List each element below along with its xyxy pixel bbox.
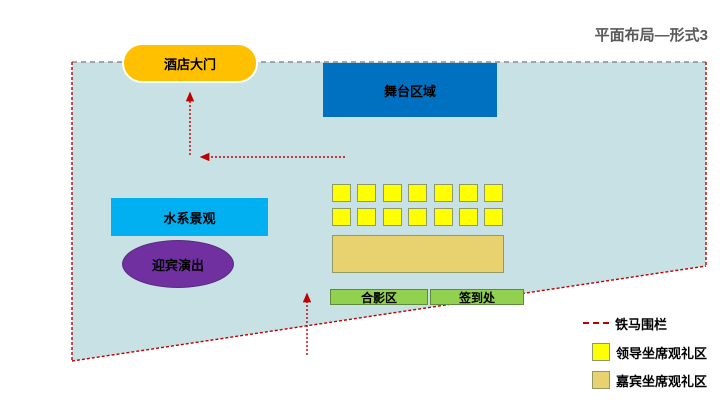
legend-guest-label: 嘉宾坐席观礼区 xyxy=(616,373,708,389)
leader-seat-block xyxy=(332,208,351,226)
hotel-gate-label: 酒店大门 xyxy=(163,56,216,72)
guest-seating-area xyxy=(332,235,504,273)
khaki-square-swatch xyxy=(592,371,610,389)
photo-area-label: 合影区 xyxy=(360,290,397,305)
stage-zone: 舞台区域 xyxy=(323,63,497,117)
signin-desk-bar: 签到处 xyxy=(430,289,524,305)
leader-seat-block xyxy=(408,184,428,202)
legend-leader-label: 领导坐席观礼区 xyxy=(616,345,708,361)
leader-seat-block xyxy=(433,208,453,226)
leader-seat-block xyxy=(458,208,478,226)
welcome-performance-zone: 迎宾演出 xyxy=(122,240,234,288)
leader-seat-block xyxy=(382,184,402,202)
leader-seat-block xyxy=(458,184,478,202)
water-feature-zone: 水系景观 xyxy=(111,198,268,236)
leader-seat-block xyxy=(357,184,377,202)
yellow-square-swatch xyxy=(592,343,610,361)
leader-seating-grid xyxy=(332,184,504,226)
legend-barrier-label: 铁马围栏 xyxy=(615,316,668,332)
leader-seat-block xyxy=(382,208,402,226)
leader-seat-block xyxy=(433,184,453,202)
leader-seat-block xyxy=(484,184,504,202)
photo-area-bar: 合影区 xyxy=(330,289,428,305)
hotel-gate-zone: 酒店大门 xyxy=(122,43,258,83)
dashed-red-line-swatch xyxy=(583,322,609,324)
slide-title: 平面布局—形式3 xyxy=(594,27,708,44)
welcome-performance-label: 迎宾演出 xyxy=(151,257,204,273)
leader-seat-block xyxy=(357,208,377,226)
legend-item-barrier: 铁马围栏 xyxy=(583,314,667,332)
legend-item-leader-seating: 领导坐席观礼区 xyxy=(592,343,707,361)
leader-seat-block xyxy=(408,208,428,226)
stage-label: 舞台区域 xyxy=(383,83,436,99)
water-feature-label: 水系景观 xyxy=(163,210,216,226)
barrier-line-bottom xyxy=(71,265,707,362)
leader-seat-block xyxy=(484,208,504,226)
leader-seat-block xyxy=(332,184,351,202)
legend-item-guest-seating: 嘉宾坐席观礼区 xyxy=(592,371,707,389)
signin-desk-label: 签到处 xyxy=(458,290,495,305)
